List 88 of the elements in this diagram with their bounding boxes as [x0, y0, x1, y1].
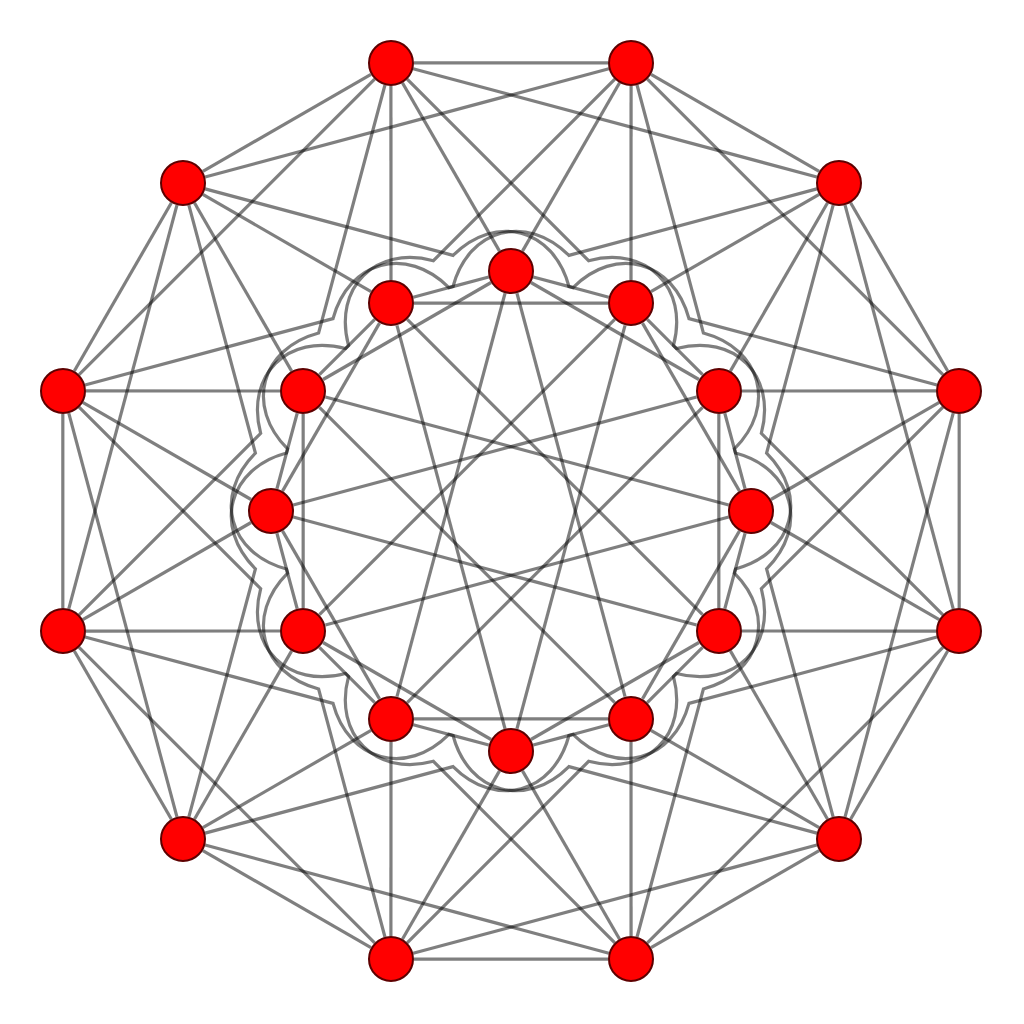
edge-line — [728, 650, 829, 820]
edge-line — [646, 77, 945, 376]
edge-line — [641, 322, 741, 492]
edge-line — [413, 957, 609, 961]
edge-line — [77, 406, 376, 704]
edge-line — [650, 72, 820, 173]
edge-line — [412, 843, 818, 955]
edge-line — [318, 406, 616, 704]
edge-line — [412, 187, 818, 299]
edge-line — [406, 646, 704, 945]
edge-line — [412, 67, 818, 179]
edge-line — [413, 61, 609, 65]
edge-line — [84, 635, 490, 760]
edge-line — [530, 641, 700, 741]
edge-line — [635, 84, 760, 490]
edge-line — [646, 318, 945, 616]
edge-line — [406, 318, 704, 616]
edge-line — [406, 77, 704, 376]
edge-line — [650, 849, 820, 950]
edge-line — [629, 741, 633, 937]
edge-line — [204, 67, 610, 179]
edge-line — [67, 204, 179, 610]
edge-line — [957, 413, 961, 609]
edge-line — [646, 646, 945, 945]
edge-line — [532, 262, 938, 387]
edge-line — [650, 728, 820, 829]
edge-line — [202, 728, 372, 829]
edge-line — [629, 85, 633, 281]
edge-line — [193, 202, 294, 372]
edge-line — [406, 406, 704, 704]
edge-line — [521, 81, 621, 252]
edge-line — [84, 262, 490, 387]
edge-line — [202, 849, 372, 950]
edge-line — [204, 187, 610, 299]
edge-line — [262, 532, 387, 938]
edge-line — [281, 530, 381, 700]
edge-line — [81, 521, 252, 621]
edge-line — [849, 650, 950, 820]
edge-line — [723, 412, 835, 818]
edge-line — [770, 401, 941, 501]
edge-line — [723, 204, 835, 610]
edge-line — [202, 193, 372, 294]
edge-line — [318, 318, 616, 616]
edge-line — [389, 741, 393, 937]
edge-line — [641, 530, 741, 700]
edge-line — [728, 202, 829, 372]
edge-line — [318, 646, 616, 945]
edge-line — [72, 650, 173, 820]
edge-line — [717, 414, 721, 608]
edge-line — [741, 629, 937, 633]
edge-line — [322, 281, 492, 381]
edge-line — [85, 389, 281, 393]
edge-line — [301, 414, 305, 608]
edge-line — [204, 723, 610, 835]
edge-line — [322, 641, 492, 741]
edge-line — [389, 85, 393, 281]
edge-line — [81, 401, 252, 501]
edge-line — [412, 723, 818, 835]
edge-line — [193, 650, 294, 820]
edge-line — [77, 77, 376, 376]
edge-line — [770, 521, 941, 621]
edge-line — [202, 72, 372, 173]
edge-line — [530, 281, 700, 381]
edge-line — [67, 412, 179, 818]
edge-line — [77, 318, 376, 616]
edge-line — [187, 204, 299, 610]
edge-line — [532, 635, 938, 760]
edge-line — [281, 322, 381, 492]
edge-line — [204, 843, 610, 955]
edge-line — [849, 202, 950, 372]
edge-line — [77, 646, 376, 945]
edge-line — [262, 84, 387, 490]
edge-line — [414, 301, 608, 305]
edge-line — [187, 412, 299, 818]
edge-line — [61, 413, 65, 609]
edge-line — [401, 81, 501, 252]
edge-line — [72, 202, 173, 372]
edge-line — [843, 204, 955, 610]
edge-line — [843, 412, 955, 818]
edge-line — [318, 77, 616, 376]
edge-line — [650, 193, 820, 294]
edge-line — [646, 406, 945, 704]
edge-line — [85, 629, 281, 633]
edge-line — [401, 770, 501, 941]
edge-line — [741, 389, 937, 393]
edge-line — [521, 770, 621, 941]
edge-line — [414, 717, 608, 721]
edge-line — [635, 532, 760, 938]
